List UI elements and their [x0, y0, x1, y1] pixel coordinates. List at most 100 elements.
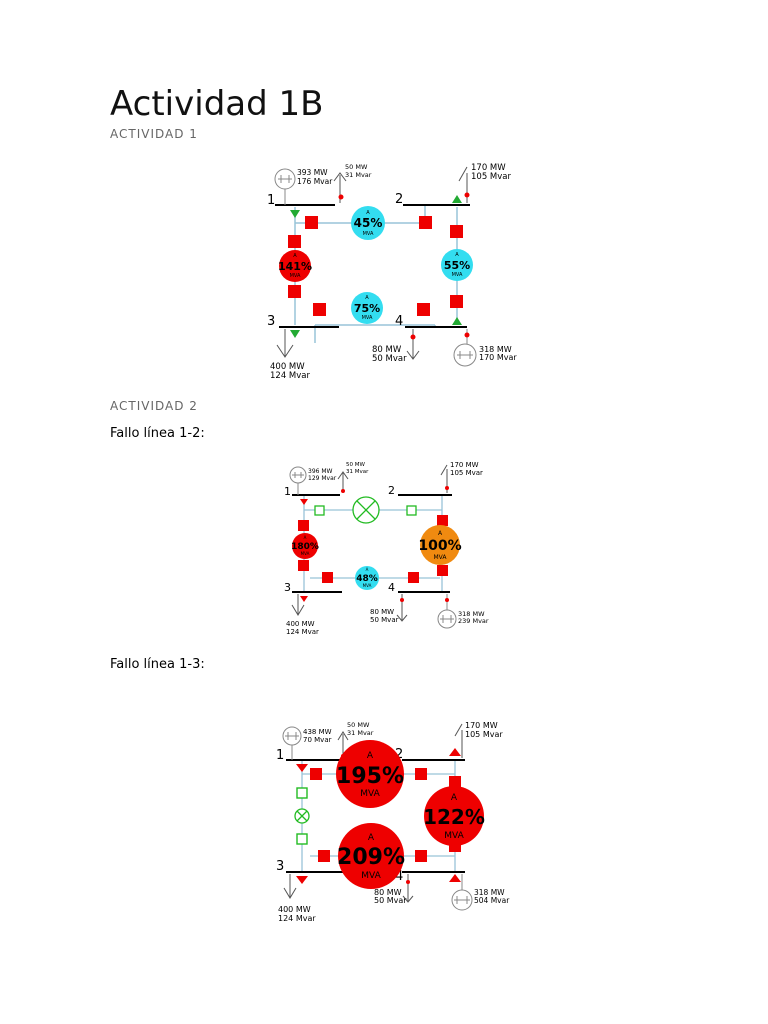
- svg-text:A: A: [451, 793, 458, 803]
- load-mw: 400 MW: [270, 362, 305, 372]
- load-mvar: 124 Mvar: [286, 628, 319, 636]
- svg-text:A: A: [366, 567, 369, 572]
- load-mvar: 105 Mvar: [471, 172, 511, 182]
- gen-mw: 318 MW: [458, 610, 485, 618]
- svg-text:209%: 209%: [337, 845, 405, 870]
- line-loading-3-4: A 48% MVA: [355, 566, 379, 590]
- load-arrow-icon: [283, 874, 297, 899]
- bus-label: 3: [284, 581, 291, 594]
- svg-text:MVA: MVA: [361, 871, 381, 881]
- gen-mvar: 129 Mvar: [308, 475, 337, 482]
- gen-mw: 396 MW: [308, 468, 333, 475]
- generator-icon: [437, 594, 457, 629]
- svg-text:MVA: MVA: [363, 583, 372, 588]
- svg-text:122%: 122%: [423, 805, 485, 829]
- load-mw: 170 MW: [465, 721, 498, 730]
- load-mvar: 50 Mvar: [372, 354, 407, 364]
- load-arrow-icon: [454, 723, 463, 758]
- bus-label: 4: [388, 581, 395, 594]
- load-mw: 170 MW: [471, 163, 506, 173]
- svg-text:75%: 75%: [354, 302, 380, 315]
- svg-text:MVA: MVA: [301, 551, 310, 556]
- gen-mw: 318 MW: [479, 345, 512, 354]
- page-title: Actividad 1B: [110, 84, 324, 124]
- svg-text:A: A: [438, 530, 443, 537]
- breaker-group: [310, 768, 461, 862]
- bus-label: 3: [267, 314, 275, 329]
- load-mvar: 31 Mvar: [346, 469, 369, 475]
- svg-text:A: A: [367, 751, 374, 761]
- one-line-diagram-fallo-1-2: 1 2 3 4 396 MW 129 Mvar 50 MW 31 Mvar 17…: [280, 455, 495, 640]
- gen-mvar: 239 Mvar: [458, 617, 489, 625]
- flow-arrow-group: [290, 195, 462, 338]
- gen-mvar: 70 Mvar: [303, 736, 332, 744]
- svg-text:A: A: [304, 535, 307, 540]
- load-mvar: 124 Mvar: [270, 371, 310, 381]
- svg-text:45%: 45%: [354, 216, 383, 230]
- svg-text:MVA: MVA: [433, 554, 447, 561]
- svg-text:141%: 141%: [278, 260, 312, 273]
- load-arrow-icon: [458, 166, 468, 203]
- case-label-fallo-1-2: Fallo línea 1-2:: [110, 426, 205, 441]
- flow-arrow-group: [338, 192, 470, 340]
- line-loading-1-2: A 195% MVA: [336, 740, 404, 808]
- gen-mw: 438 MW: [303, 728, 332, 736]
- svg-text:MVA: MVA: [444, 831, 464, 841]
- load-mvar: 124 Mvar: [278, 914, 316, 923]
- bus-label: 1: [276, 748, 284, 763]
- bus-label: 2: [395, 192, 403, 207]
- load-arrow-icon: [402, 874, 414, 903]
- svg-text:MVA: MVA: [363, 231, 374, 237]
- svg-text:195%: 195%: [336, 764, 404, 789]
- load-mvar: 50 Mvar: [370, 616, 399, 624]
- gen-mvar: 504 Mvar: [474, 896, 510, 905]
- breaker-open-group: [314, 505, 417, 516]
- breaker-group: [298, 515, 448, 583]
- line-loading-3-4: A 75% MVA: [351, 292, 383, 324]
- gen-mw: 393 MW: [297, 168, 328, 177]
- one-line-diagram-fallo-1-3: 1 2 3 4 438 MW 70 Mvar 50 MW 31 Mvar 170…: [250, 712, 520, 930]
- load-mw: 400 MW: [278, 905, 311, 914]
- load-mw: 80 MW: [372, 345, 402, 355]
- line-loading-2-4: A 122% MVA: [423, 786, 485, 846]
- section-heading-actividad-2: ACTIVIDAD 2: [110, 399, 198, 413]
- line-loading-1-3: A 141% MVA: [278, 250, 312, 282]
- svg-text:A: A: [293, 253, 297, 259]
- svg-text:A: A: [365, 295, 369, 301]
- bus-label: 4: [395, 869, 403, 884]
- load-mvar: 105 Mvar: [465, 730, 503, 739]
- svg-text:A: A: [368, 833, 375, 843]
- line-loading-1-2: A 45% MVA: [351, 206, 385, 240]
- flow-arrow-group: [300, 486, 449, 602]
- generator-icon: [274, 168, 296, 205]
- case-label-fallo-1-3: Fallo línea 1-3:: [110, 657, 205, 672]
- load-mw: 80 MW: [374, 888, 402, 897]
- svg-text:A: A: [455, 252, 459, 258]
- svg-text:MVA: MVA: [452, 272, 463, 278]
- generator-icon: [289, 466, 307, 495]
- breaker-open-group: [296, 787, 308, 845]
- generator-icon: [282, 726, 302, 760]
- load-arrow-icon: [291, 594, 305, 616]
- load-mvar: 50 Mvar: [374, 896, 407, 905]
- bus-label: 2: [388, 484, 395, 497]
- breaker-group: [288, 216, 463, 316]
- load-mw: 50 MW: [345, 163, 368, 171]
- load-mw: 80 MW: [370, 608, 394, 616]
- section-heading-actividad-1: ACTIVIDAD 1: [110, 127, 198, 141]
- line-loading-3-4: A 209% MVA: [337, 823, 405, 889]
- line-loading-1-3: A 180% MVA: [291, 533, 319, 559]
- load-mvar: 31 Mvar: [347, 729, 374, 737]
- load-mw: 170 MW: [450, 461, 479, 469]
- bus-label: 3: [276, 859, 284, 874]
- line-loading-2-4: A 100% MVA: [418, 525, 462, 565]
- svg-text:A: A: [366, 210, 370, 216]
- fault-icon: [352, 496, 380, 524]
- svg-text:MVA: MVA: [362, 315, 373, 321]
- svg-text:MVA: MVA: [290, 273, 301, 279]
- svg-text:55%: 55%: [444, 259, 470, 272]
- bus-label: 1: [267, 193, 275, 208]
- load-arrow-icon: [276, 329, 294, 358]
- load-mvar: 105 Mvar: [450, 469, 483, 477]
- gen-mw: 318 MW: [474, 888, 505, 897]
